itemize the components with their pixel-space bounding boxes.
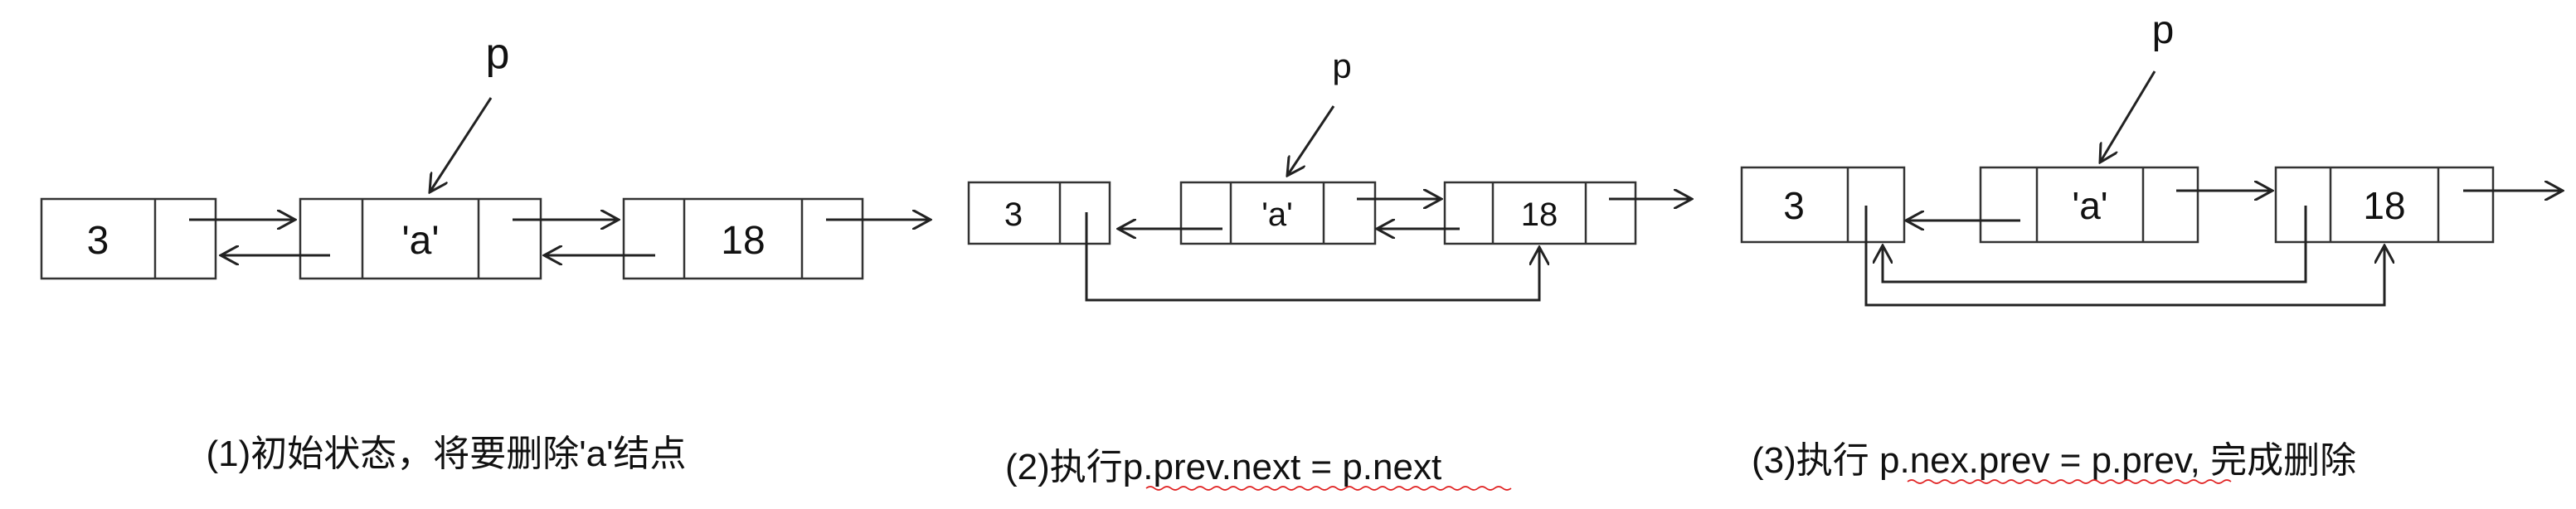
node-a: 'a'	[299, 197, 542, 280]
node-value: 3	[1004, 196, 1023, 233]
panel-3: p 3 'a' 18 (3)执行 p.nex.prev = p.prev, 完成…	[1740, 8, 2563, 484]
node-value: 18	[2363, 184, 2405, 227]
pointer-label: p	[486, 30, 510, 78]
pointer-arrow	[2100, 70, 2156, 162]
node-value: 18	[1521, 196, 1558, 233]
node-18: 18	[622, 197, 864, 280]
node-3: 3	[967, 181, 1111, 245]
spellcheck-underline	[1907, 479, 2232, 484]
node-value: 'a'	[2072, 184, 2107, 227]
bypass-prev-arrow	[1883, 206, 2307, 284]
node-value: 18	[721, 219, 765, 263]
node-18: 18	[1443, 181, 1637, 245]
node-a: 'a'	[1979, 166, 2199, 244]
caption-prefix: (2)执行	[1005, 447, 1123, 487]
node-value: 'a'	[1261, 196, 1293, 233]
node-3: 3	[1740, 166, 1906, 244]
node-value: 3	[1783, 184, 1805, 227]
pointer-arrow	[1287, 105, 1335, 176]
spellcheck-underline	[1145, 486, 1512, 491]
caption-code: p.nex.prev = p.prev	[1879, 440, 2193, 481]
caption-suffix: , 完成删除	[2190, 440, 2356, 481]
pointer-label: p	[2152, 8, 2175, 52]
node-18: 18	[2274, 166, 2495, 244]
node-value: 'a'	[401, 219, 439, 263]
caption: (2)执行p.prev.next = p.next	[1005, 447, 1441, 487]
caption: (1)初始状态，将要删除'a'结点	[206, 434, 686, 474]
bypass-next-arrow	[1864, 206, 2384, 307]
node-value: 3	[87, 219, 109, 263]
panel-1: p 3 'a' 18 (1)初始状态，将要删除'a'结点	[40, 30, 931, 474]
caption-code: p.prev.next = p.next	[1123, 447, 1441, 487]
caption: (3)执行 p.nex.prev = p.prev, 完成删除	[1752, 440, 2356, 481]
bypass-next-arrow	[1085, 212, 1539, 302]
caption-prefix: (3)执行	[1752, 440, 1879, 481]
node-a: 'a'	[1179, 181, 1377, 245]
node-3: 3	[40, 197, 217, 280]
pointer-label: p	[1332, 46, 1351, 85]
panel-2: p 3 'a' 18 (2)执行p.prev.next = p.next	[967, 46, 1692, 491]
pointer-arrow	[430, 97, 493, 192]
